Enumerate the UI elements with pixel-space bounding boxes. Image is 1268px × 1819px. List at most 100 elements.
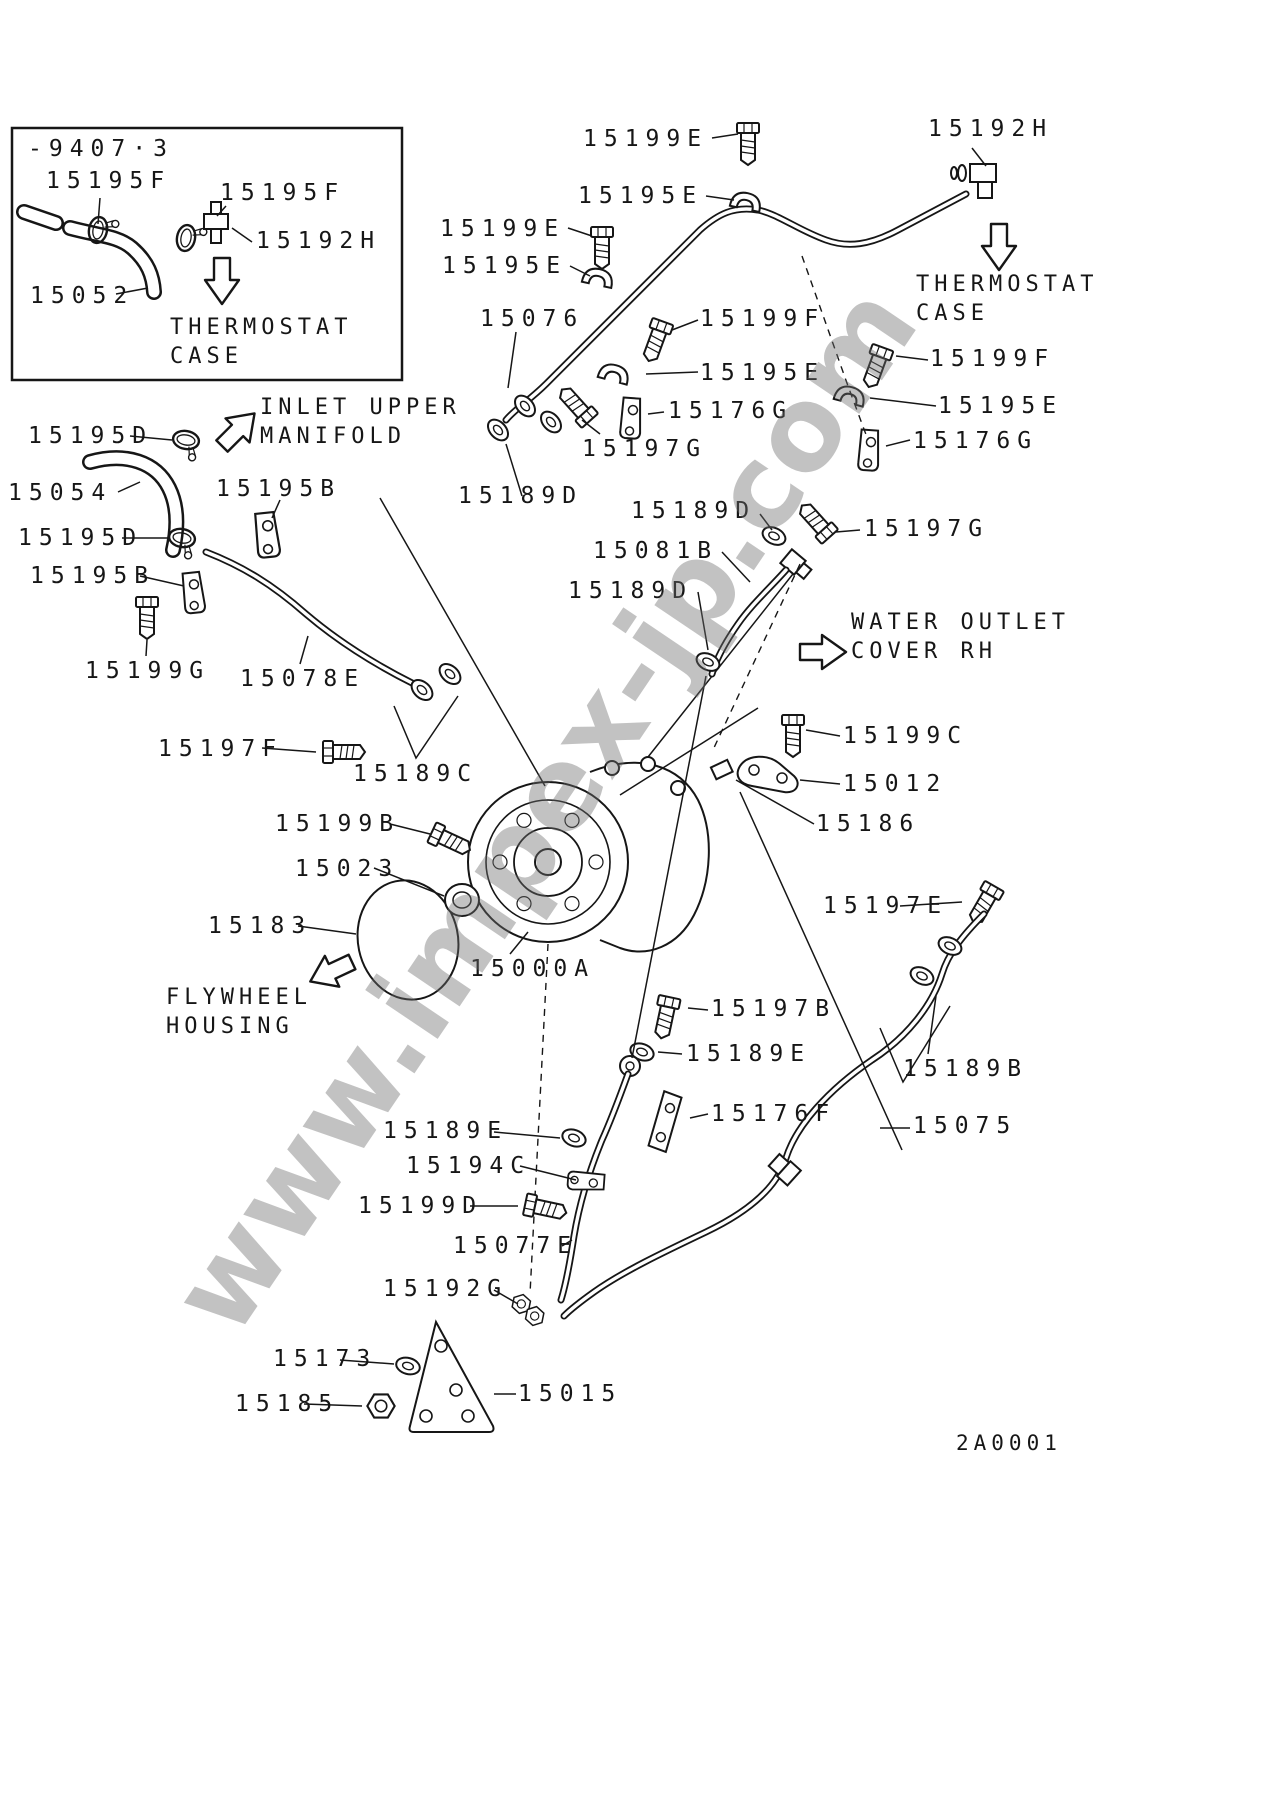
bracket-15015 [408,1319,495,1433]
label-15195e: 15195E [442,253,568,279]
washer-15197g [536,406,566,438]
label-15197e: 15197E [823,893,949,919]
lower-center-pipe-assembly [521,675,707,1304]
label-15194c: 15194C [406,1153,532,1179]
label-15189b: 15189B [903,1056,1029,1082]
bracket-15195b [244,506,289,563]
washer-15189d-3 [758,522,790,550]
water-pump-assembly [301,497,805,1295]
bolt-15199f-2 [857,342,895,392]
label-15189e: 15189E [686,1041,812,1067]
gasket-15183 [356,879,460,1001]
label-water-outlet-cover-rh: WATER OUTLET COVER RH [851,610,1070,664]
label-15199d: 15199D [358,1193,484,1219]
bolt-15199d [521,1192,570,1225]
label-15189d: 15189D [458,483,584,509]
label-15176g: 15176G [668,398,794,424]
label-15197b: 15197B [711,996,837,1022]
bolt-15199f [637,316,675,366]
label-flywheel-housing: FLYWHEEL HOUSING [166,985,312,1039]
thermostat-case-arrow [980,222,1018,272]
label-15183: 15183 [208,913,313,939]
label-15195e: 15195E [938,393,1064,419]
label-15199b: 15199B [275,811,401,837]
label-15195e: 15195E [700,360,826,386]
label-15000a: 15000A [470,956,596,982]
washer-15189e-2 [558,1125,590,1151]
label-2a0001: 2A0001 [956,1431,1062,1455]
label-15054: 15054 [8,480,113,506]
left-hose-assembly [82,400,466,764]
washer-15189b-2 [906,962,938,990]
bolt-15199c [781,714,805,758]
label-15199e: 15199E [583,126,709,152]
spacer-15186 [709,758,735,781]
pump-pulley [467,781,629,943]
elbow-fitting-15192h [950,163,997,199]
bolt-15197g-2 [792,497,840,546]
label-15195d: 15195D [18,525,144,551]
label-15075: 15075 [913,1113,1018,1139]
label-15081b: 15081B [593,538,719,564]
clamp-15195f-2 [173,222,209,256]
label-15192h: 15192H [928,116,1054,142]
washer-15189c-2 [434,659,466,689]
label-15195b: 15195B [30,563,156,589]
clamp-15195e-2 [580,265,616,289]
label-15189e: 15189E [383,1118,509,1144]
right-outlet-pipe-assembly [692,497,848,794]
label-thermostat-case: THERMOSTAT CASE [916,272,1099,326]
label-15077e: 15077E [453,1233,579,1259]
label-thermostat-case: THERMOSTAT CASE [170,315,353,369]
water-outlet-arrow [798,633,848,671]
label-15199g: 15199G [85,658,211,684]
pipe-union-15075 [767,1152,803,1187]
clamp-15195e-3 [596,360,632,386]
washer-15173 [393,1354,423,1378]
label-15195e: 15195E [578,183,704,209]
bolt-15197e [962,879,1006,930]
label-15199f: 15199F [700,306,826,332]
bushing-15023 [444,883,480,917]
label-15015: 15015 [518,1381,623,1407]
label-15185: 15185 [235,1391,340,1417]
label-15186: 15186 [816,811,921,837]
inset-border [10,126,404,382]
leader-lines [97,133,987,1407]
label-15199c: 15199C [843,723,969,749]
inset-panel [10,126,404,382]
bracket-15195b-2 [172,567,214,618]
label-15189d: 15189D [631,498,757,524]
label-15012: 15012 [843,771,948,797]
label-15173: 15173 [273,1346,378,1372]
union-15081b [778,547,813,581]
label-15192h: 15192H [256,228,382,254]
label-15199e: 15199E [440,216,566,242]
bolt-15199e-2 [590,226,614,270]
label-15197f: 15197F [158,736,284,762]
label-15195d: 15195D [28,423,154,449]
label-15052: 15052 [30,283,135,309]
nut-15185 [366,1393,396,1419]
label-15076: 15076 [480,306,585,332]
bracket-15176f [647,1089,683,1154]
clamp-15195d [168,427,202,463]
bracket-15176g-2 [851,425,886,475]
label-15023: 15023 [295,856,400,882]
label-15176f: 15176F [711,1101,837,1127]
label-15199f: 15199F [930,346,1056,372]
bolt-15199e [736,122,760,166]
label-15197g: 15197G [864,516,990,542]
label-15189d: 15189D [568,578,694,604]
lower-right-pipe-assembly [560,791,1006,1320]
label-inlet-upper-manifold: INLET UPPER MANIFOLD [260,395,461,449]
label-15078e: 15078E [240,666,366,692]
label-15197g: 15197G [582,436,708,462]
label-15195f: 15195F [220,180,346,206]
label--9407-3: -9407·3 [28,136,174,162]
bracket-15176g [613,393,648,443]
bolt-15199g [135,596,159,640]
bolt-15197f [322,740,366,764]
inlet-manifold-arrow [208,400,268,460]
